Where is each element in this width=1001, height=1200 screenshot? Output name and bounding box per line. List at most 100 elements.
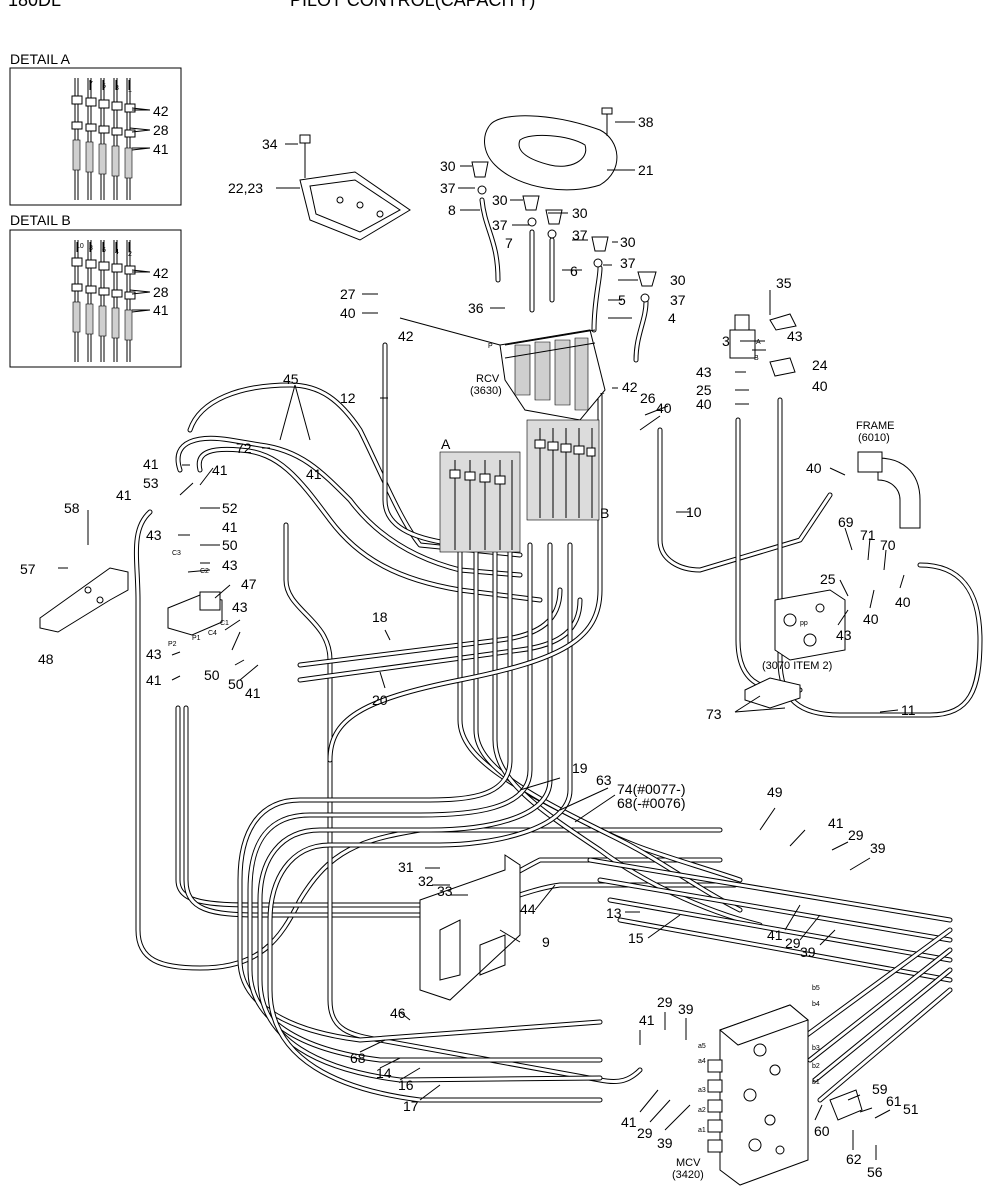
lever-set [471, 161, 657, 363]
callout-12: 12 [340, 390, 356, 406]
frame-elbow [877, 457, 921, 529]
callout-30-c: 30 [572, 205, 588, 221]
mcv-ref: (3420) [672, 1169, 704, 1181]
detail-b-title: DETAIL B [10, 212, 71, 228]
port-b: B [754, 355, 759, 362]
callout-25-b: 25 [820, 571, 836, 587]
callout-41-i: 41 [767, 927, 783, 943]
callout-37-b: 37 [492, 217, 508, 233]
callout-71: 71 [860, 527, 876, 543]
callout-45: 45 [283, 371, 299, 387]
port-c3: C3 [172, 550, 181, 557]
callout-6: 6 [570, 263, 578, 279]
callout-41-c: 41 [306, 466, 322, 482]
port-c1: C1 [220, 620, 229, 627]
callout-36: 36 [468, 300, 484, 316]
callout-17: 17 [403, 1098, 419, 1114]
detail-b-region [526, 419, 600, 521]
detail-a-hoses [71, 78, 151, 200]
callout-39-d: 39 [657, 1135, 673, 1151]
callout-50-c: 50 [204, 667, 220, 683]
detail-a-port-3: 3 [115, 85, 119, 92]
leader-lines [58, 121, 905, 1160]
callout-42-a: 42 [398, 328, 414, 344]
callout-43-f: 43 [146, 646, 162, 662]
callout-50-b: 50 [228, 676, 244, 692]
port-a3: a3 [698, 1087, 706, 1094]
detail-b-callout-41: 41 [153, 302, 169, 318]
callout-37-c: 37 [572, 227, 588, 243]
callout-37-d: 37 [620, 255, 636, 271]
detail-b-port-10: 10 [76, 243, 84, 250]
callout-35: 35 [776, 275, 792, 291]
callout-4: 4 [668, 310, 676, 326]
port-c2: C2 [200, 568, 209, 575]
frame-label: FRAME [856, 420, 895, 432]
callout-47: 47 [241, 576, 257, 592]
port-a: A [756, 339, 761, 346]
callout-40-d: 40 [656, 400, 672, 416]
callout-49: 49 [767, 784, 783, 800]
callout-59: 59 [872, 1081, 888, 1097]
detail-b-callout-42: 42 [153, 265, 169, 281]
callout-30-a: 30 [440, 158, 456, 174]
callout-24: 24 [812, 357, 828, 373]
callout-51: 51 [903, 1101, 919, 1117]
detail-b-port-4: 4 [115, 249, 119, 256]
callout-20: 20 [372, 692, 388, 708]
detail-a-callout-41: 41 [153, 141, 169, 157]
callout-41-k: 41 [621, 1114, 637, 1130]
detail-a-port-5: 5 [102, 83, 106, 90]
detail-a-callout-42: 42 [153, 103, 169, 119]
callout-40-a: 40 [340, 305, 356, 321]
detail-region-hoses [449, 428, 596, 550]
callout-39-b: 39 [800, 944, 816, 960]
callout-41-h: 41 [828, 815, 844, 831]
callout-41-f: 41 [146, 672, 162, 688]
callout-58: 58 [64, 500, 80, 516]
callout-68-b: 68 [350, 1050, 366, 1066]
callout-10: 10 [686, 504, 702, 520]
header-model: 180DL [8, 0, 61, 10]
port-c4: C4 [208, 630, 217, 637]
callout-60: 60 [814, 1123, 830, 1139]
callout-21: 21 [638, 162, 654, 178]
rcv-ref: (3630) [470, 385, 502, 397]
valve-3070-label: (3070 ITEM 2) [762, 660, 832, 672]
callout-29-a: 29 [848, 827, 864, 843]
callout-7: 7 [505, 235, 513, 251]
hose-clamp [744, 677, 801, 709]
detail-a-port-1: 1 [128, 87, 132, 94]
port-pp: pp [800, 620, 808, 627]
callout-29-d: 29 [637, 1125, 653, 1141]
callout-37-e: 37 [670, 292, 686, 308]
callout-40-f: 40 [895, 594, 911, 610]
callout-46: 46 [390, 1005, 406, 1021]
callout-69: 69 [838, 514, 854, 530]
callout-8: 8 [448, 202, 456, 218]
callout-16: 16 [398, 1077, 414, 1093]
port-a2: a2 [698, 1107, 706, 1114]
detail-a-marker: A [441, 436, 451, 452]
callout-43-b: 43 [696, 364, 712, 380]
callout-29-c: 29 [657, 994, 673, 1010]
callout-41-g: 41 [245, 685, 261, 701]
callout-19: 19 [572, 760, 588, 776]
callout-43-e: 43 [232, 599, 248, 615]
callout-43-g: 43 [836, 627, 852, 643]
callout-68-a: 68(-#0076) [617, 795, 686, 811]
callout-41-e: 41 [222, 519, 238, 535]
callout-25-a: 25 [696, 382, 712, 398]
callout-3: 3 [722, 333, 730, 349]
callout-40-b: 40 [696, 396, 712, 412]
port-b4: b4 [812, 1001, 820, 1008]
detail-a-box [9, 67, 182, 206]
header-title: PILOT CONTROL(CAPACITY) [290, 0, 535, 10]
callout-52: 52 [222, 500, 238, 516]
callout-31: 31 [398, 859, 414, 875]
callout-38: 38 [638, 114, 654, 130]
mounting-bracket-48 [39, 567, 129, 633]
rcv-port-t: T [600, 393, 605, 400]
